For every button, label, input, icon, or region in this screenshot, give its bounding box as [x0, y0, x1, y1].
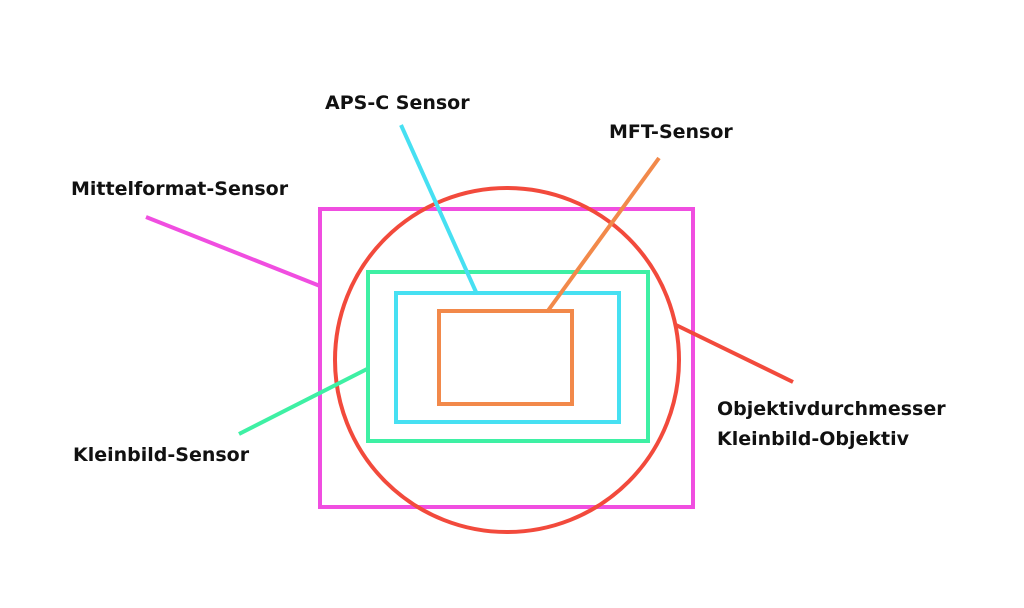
- mft-leader-line: [545, 156, 661, 314]
- lens-diameter-label-line1: Objektivdurchmesser: [717, 398, 946, 420]
- lens-diameter-label-line2: Kleinbild-Objektiv: [717, 428, 910, 450]
- lens-diameter-circle: [333, 186, 681, 534]
- full-frame-sensor-label: Kleinbild-Sensor: [73, 444, 250, 466]
- lens-leader-line: [675, 323, 794, 384]
- mft-sensor-label: MFT-Sensor: [609, 121, 733, 143]
- medium-format-sensor-label: Mittelformat-Sensor: [71, 178, 289, 200]
- aps-c-sensor-label: APS-C Sensor: [325, 92, 470, 114]
- mft-sensor-rect: [437, 309, 574, 406]
- full-frame-sensor-rect: [366, 270, 650, 443]
- lens-diameter-label: Objektivdurchmesser Kleinbild-Objektiv: [717, 394, 946, 454]
- aps-c-leader-line: [399, 124, 478, 293]
- medium-format-leader-line: [145, 215, 321, 288]
- medium-format-sensor-rect: [318, 207, 695, 509]
- aps-c-sensor-rect: [394, 291, 621, 424]
- full-frame-leader-line: [238, 366, 370, 436]
